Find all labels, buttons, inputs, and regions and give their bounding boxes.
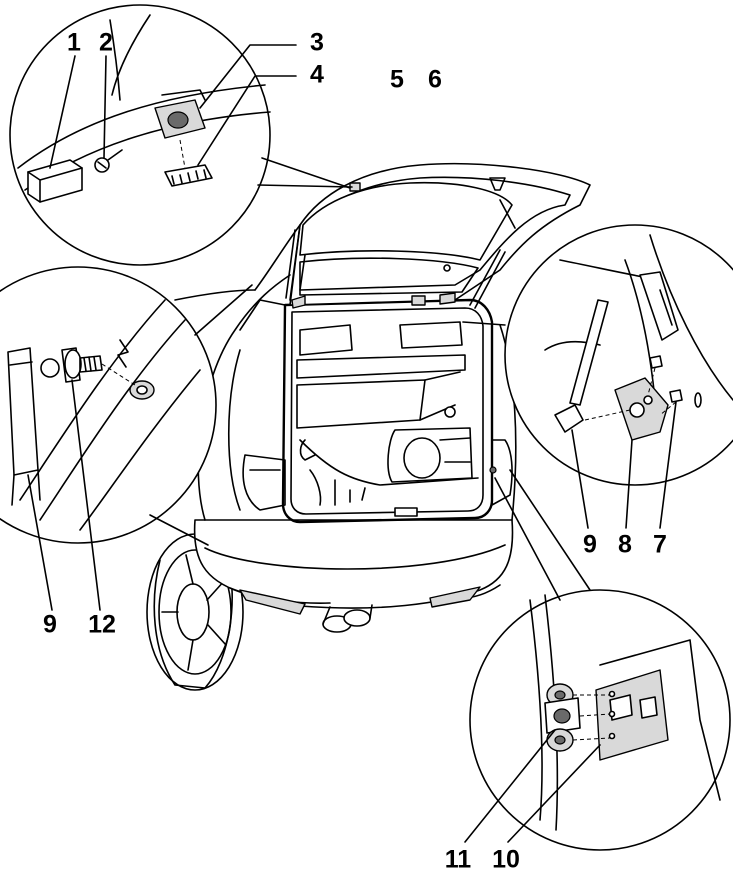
trunk-opening: [281, 298, 494, 524]
callout-1: 1: [67, 28, 81, 57]
callout-10: 10: [492, 845, 520, 874]
callout-3: 3: [310, 28, 324, 57]
callout-5: 5: [390, 65, 404, 94]
callout-8: 8: [618, 530, 632, 559]
callout-7: 7: [653, 530, 667, 559]
detail-circle-left: [0, 266, 253, 611]
callout-12: 12: [88, 610, 116, 639]
callout-2: 2: [99, 28, 113, 57]
detail-circle-top-left: [9, 4, 353, 266]
rear-bumper: [193, 519, 514, 615]
tailgate-raised: [289, 162, 591, 306]
detail-circle-bottom-right: [464, 469, 731, 851]
exhaust-pipes: [322, 604, 373, 633]
callout-9-right: 9: [583, 530, 597, 559]
callout-4: 4: [310, 60, 324, 89]
callout-6: 6: [428, 65, 442, 94]
car-rear-view: [146, 162, 591, 691]
callout-11: 11: [444, 845, 472, 874]
gas-struts: [285, 224, 506, 309]
detail-circle-right: [462, 224, 733, 529]
callout-9-left: 9: [43, 610, 57, 639]
